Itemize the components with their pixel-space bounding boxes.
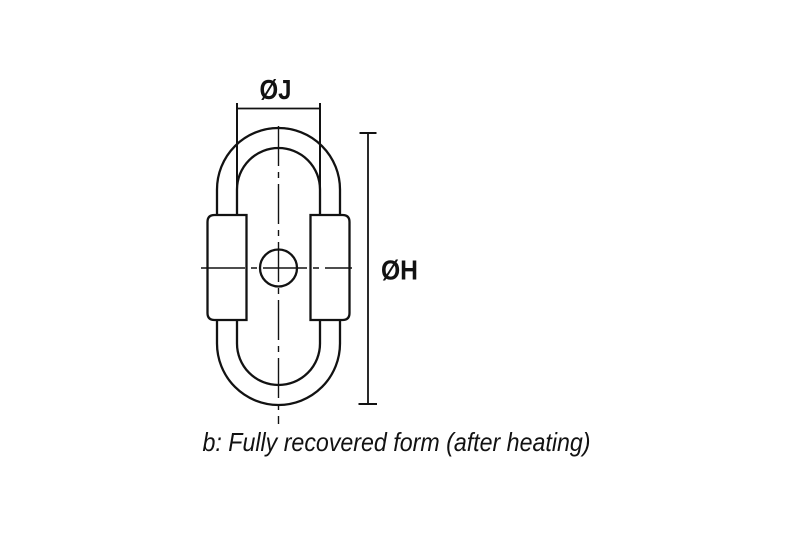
dim-h-label: ØH xyxy=(381,255,418,286)
dim-j-label: ØJ xyxy=(260,74,292,105)
figure-caption: b: Fully recovered form (after heating) xyxy=(203,427,591,457)
